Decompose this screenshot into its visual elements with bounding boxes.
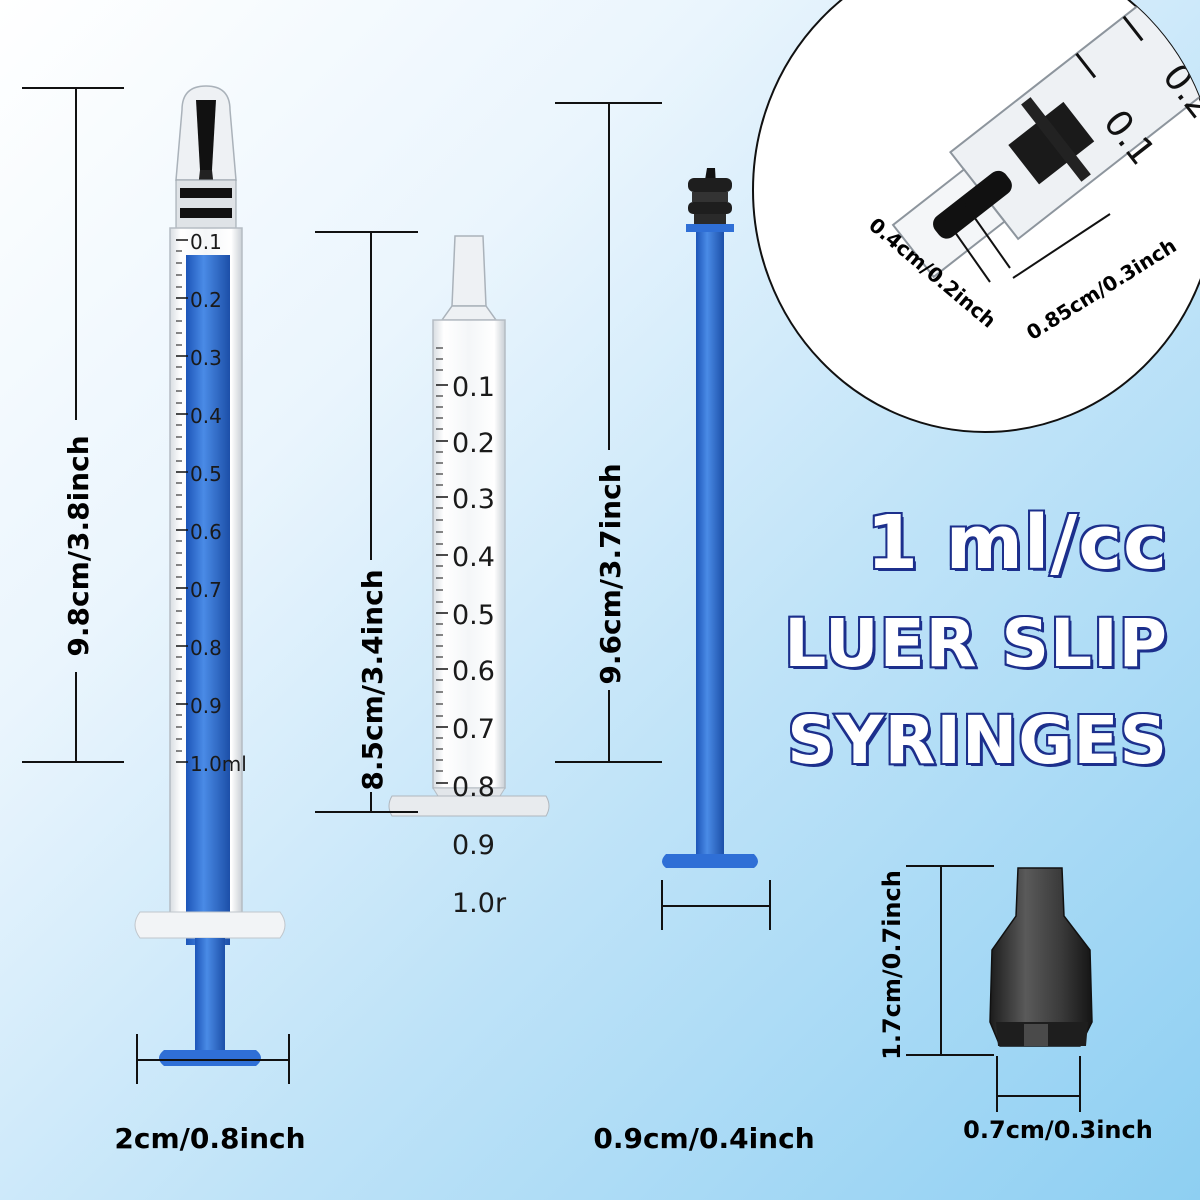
syringe-grad-label: 0.4 <box>190 404 222 428</box>
cap-height-dimension <box>906 865 994 1056</box>
plunger-length-dimension <box>555 102 662 763</box>
syringe-width-dimension <box>136 1034 290 1084</box>
plunger-length-label: 9.6cm/3.7inch <box>594 463 627 684</box>
barrel-length-dimension <box>315 231 418 813</box>
syringe-grad-label: 0.8 <box>190 636 222 660</box>
barrel-grad-label: 0.5 <box>452 600 495 631</box>
tip-zoom-icon: 0.1 0.2 <box>752 0 1200 433</box>
syringe-grad-label: 0.7 <box>190 578 222 602</box>
syringe-length-dimension <box>22 87 124 763</box>
plunger-width-label: 0.9cm/0.4inch <box>593 1122 814 1155</box>
syringe-grad-label: 0.6 <box>190 520 222 544</box>
barrel-grad-label: 0.4 <box>452 542 495 573</box>
barrel-grad-label: 0.1 <box>452 372 495 403</box>
syringe-grad-label: 0.5 <box>190 462 222 486</box>
syringe-length-label: 9.8cm/3.8inch <box>62 435 95 656</box>
barrel-grad-label: 0.6 <box>452 656 495 687</box>
barrel-grad-label: 0.9 <box>452 830 495 861</box>
syringe-grad-label: 0.9 <box>190 694 222 718</box>
tip-cap-icon <box>989 867 1093 1047</box>
syringe-width-label: 2cm/0.8inch <box>114 1122 305 1155</box>
barrel-grad-label: 0.8 <box>452 772 495 803</box>
syringe-grad-label: 0.3 <box>190 346 222 370</box>
barrel-length-label: 8.5cm/3.4inch <box>356 569 389 790</box>
title-capacity: 1 ml/cc <box>865 498 1169 588</box>
plunger-width-dimension <box>661 880 771 930</box>
cap-width-dimension <box>996 1056 1081 1112</box>
title-product: SYRINGES <box>785 700 1169 781</box>
cap-width-label: 0.7cm/0.3inch <box>963 1116 1153 1144</box>
plunger-icon <box>662 168 758 868</box>
syringe-grad-label: 1.0ml <box>190 752 247 776</box>
syringe-grad-label: 0.2 <box>190 288 222 312</box>
barrel-grad-label: 1.0r <box>452 888 507 919</box>
syringe-assembled-icon: 0.1 0.2 0.3 0.4 0.5 0.6 0.7 0.8 0.9 1.0m… <box>134 85 286 1066</box>
barrel-grad-label: 0.7 <box>452 714 495 745</box>
barrel-grad-label: 0.3 <box>452 484 495 515</box>
cap-height-label: 1.7cm/0.7inch <box>878 870 906 1060</box>
barrel-grad-label: 0.2 <box>452 428 495 459</box>
barrel-icon: 0.1 0.2 0.3 0.4 0.5 0.6 0.7 0.8 0.9 1.0r <box>388 235 550 919</box>
title-type: LUER SLIP <box>782 603 1169 684</box>
syringe-grad-label: 0.1 <box>190 230 222 254</box>
